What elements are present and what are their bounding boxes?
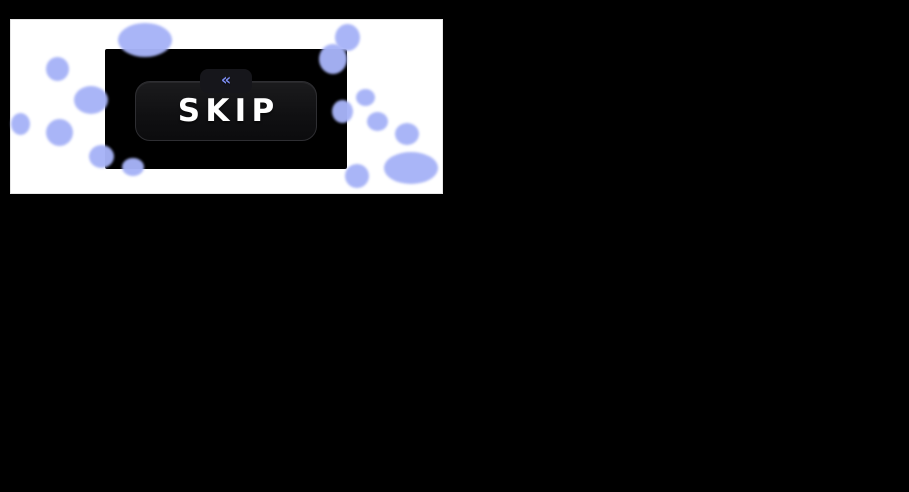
collapse-tab[interactable]: «: [200, 69, 252, 93]
skip-panel: « SKIP: [105, 49, 347, 169]
skip-button-label: SKIP: [177, 93, 280, 129]
overlay-card: « SKIP: [10, 19, 443, 194]
double-chevron-left-icon: «: [220, 70, 232, 89]
